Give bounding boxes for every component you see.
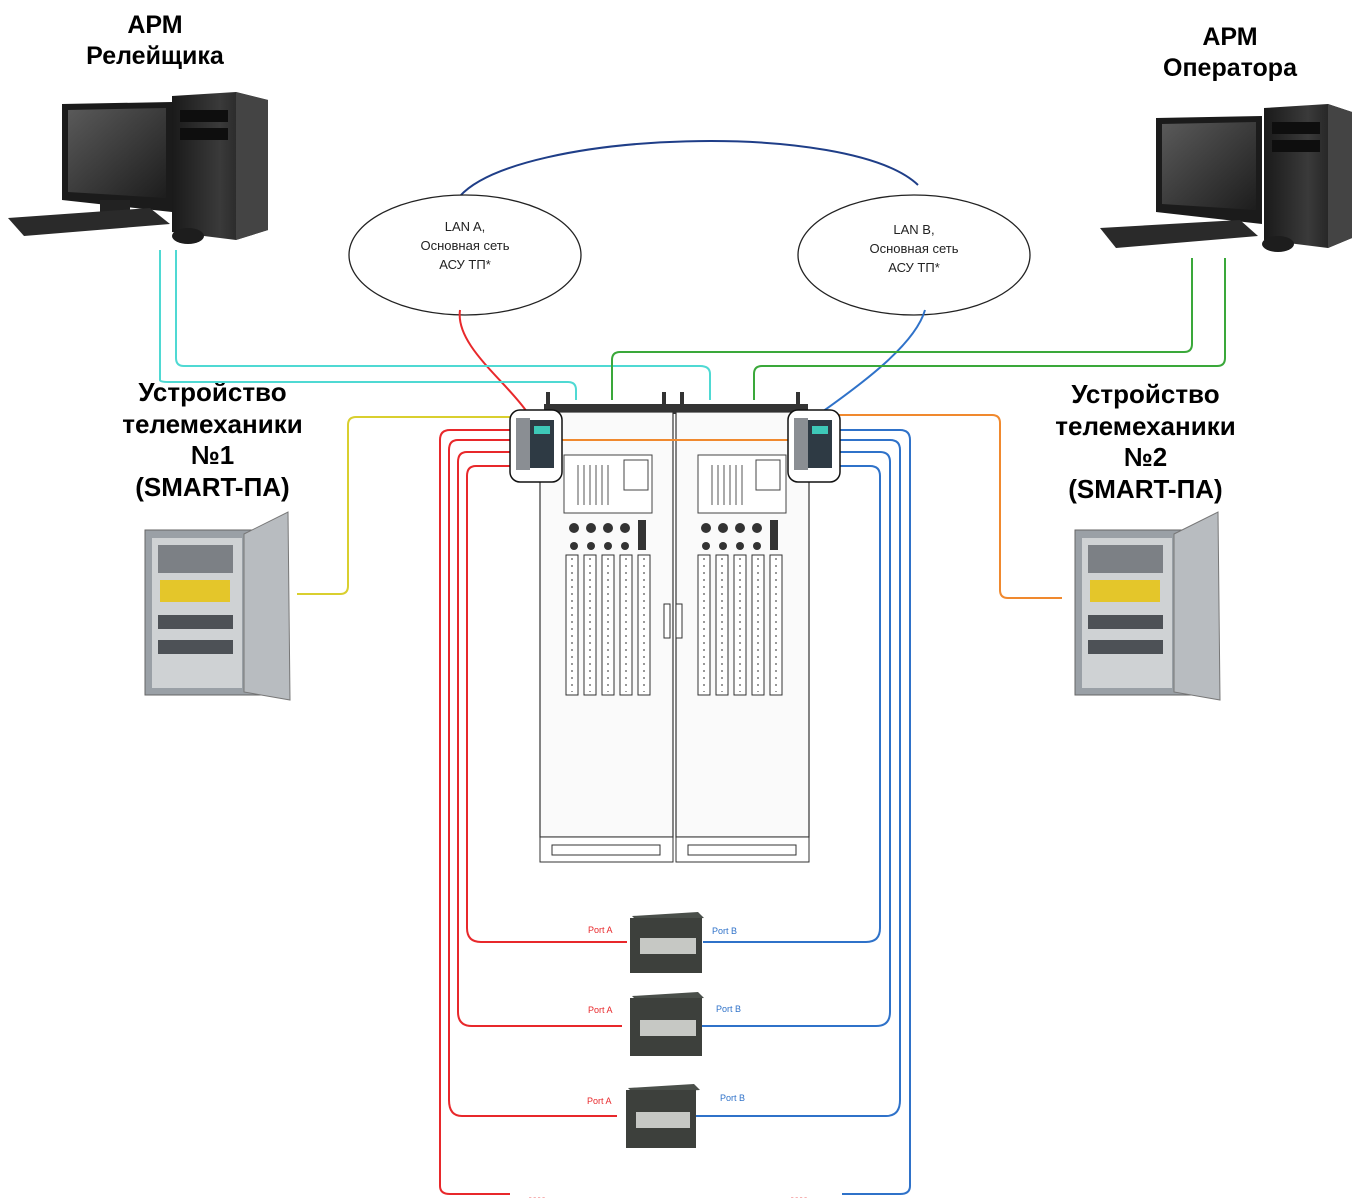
device1-line2: телемеханики [122, 408, 303, 439]
device1-cabinet-icon [144, 511, 291, 701]
device2-cable [838, 414, 1062, 599]
lan-ring-link [459, 140, 919, 197]
lan-b-line3: АСУ ТП* [888, 260, 940, 275]
device1-line3: №1 [190, 440, 235, 471]
switch-2-port-b: Port B [716, 1004, 741, 1014]
switch-2-port-a: Port A [588, 1005, 613, 1015]
arm-operator-label: АРМ Оператора [1130, 22, 1330, 83]
operator-computer-icon [1100, 104, 1352, 252]
server-rack-icon [539, 392, 810, 863]
lan-b-line1: LAN B, [893, 222, 934, 237]
lan-b-uplink [821, 309, 926, 413]
relay-pc-cables [159, 250, 711, 400]
arm-operator-line2: Оператора [1163, 53, 1297, 82]
arm-relay-line2: Релейщика [86, 41, 224, 70]
field-switch-3-icon [626, 1084, 700, 1148]
continuation-right: .... [790, 1187, 808, 1198]
switch-1-port-b: Port B [712, 926, 737, 936]
arm-relay-line1: АРМ [127, 11, 183, 39]
device2-line3: №2 [1123, 442, 1168, 473]
lan-b-oval [797, 194, 1031, 316]
field-switch-1-icon [630, 912, 704, 973]
device2-line2: телемеханики [1055, 410, 1236, 441]
continuation-left: .... [528, 1187, 546, 1198]
lan-a-uplink [458, 309, 528, 413]
lan-b-line2: Основная сеть [869, 241, 958, 256]
switch-1-port-a: Port A [588, 925, 613, 935]
device2-line4: (SMART-ПА) [1068, 474, 1223, 505]
red-port-a-bundle [439, 429, 627, 1195]
relay-computer-icon [8, 92, 268, 244]
lan-a-line2: Основная сеть [420, 238, 509, 253]
device2-cabinet-icon [1074, 511, 1221, 701]
lan-a-line3: АСУ ТП* [439, 257, 491, 272]
rack-switch-b-icon [787, 409, 841, 483]
operator-pc-cables [611, 258, 1226, 400]
lan-a-oval [348, 194, 582, 316]
device1-label: Устройство телемеханики №1 (SMART-ПА) [95, 377, 330, 504]
device2-line1: Устройство [1071, 379, 1220, 409]
device2-label: Устройство телемеханики №2 (SMART-ПА) [1028, 379, 1263, 506]
switch-3-port-a: Port A [587, 1096, 612, 1106]
device1-cable [297, 416, 512, 595]
device1-line4: (SMART-ПА) [135, 472, 290, 503]
arm-relay-label: АРМ Релейщика [55, 10, 255, 71]
rack-switch-a-icon [509, 409, 563, 483]
blue-port-b-bundle [692, 429, 911, 1195]
switch-3-port-b: Port B [720, 1093, 745, 1103]
field-switch-2-icon [630, 992, 704, 1056]
arm-operator-line1: АРМ [1202, 23, 1258, 51]
lan-a-line1: LAN A, [445, 219, 485, 234]
